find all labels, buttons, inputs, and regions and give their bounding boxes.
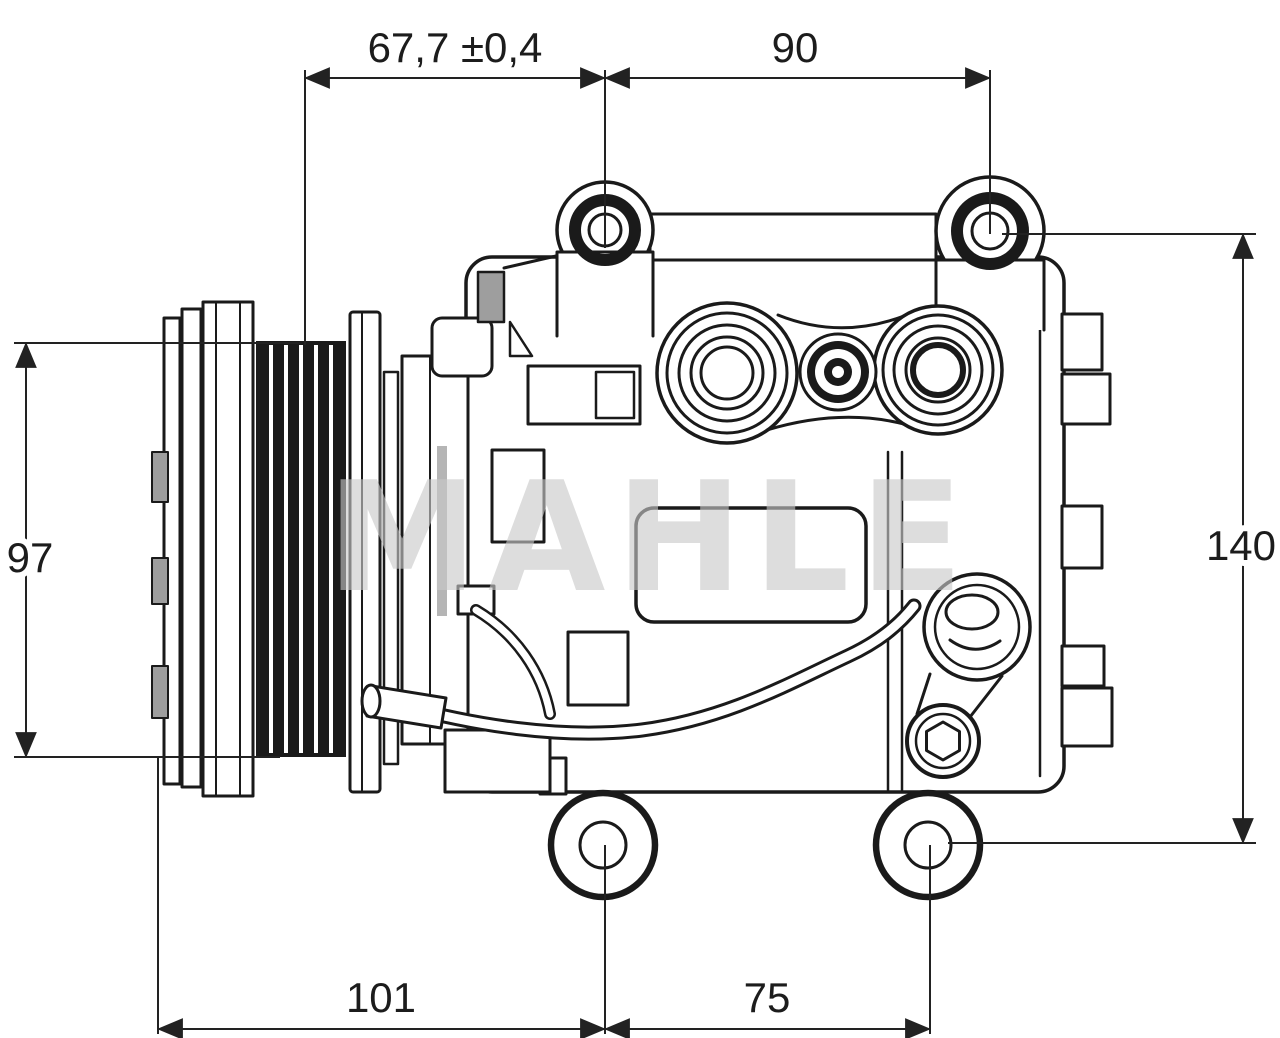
ports-group xyxy=(655,301,1004,445)
clutch-tab xyxy=(151,451,169,503)
mounting-lugs-bottom xyxy=(538,756,984,901)
front-housing xyxy=(400,254,642,794)
clutch-hub-plate xyxy=(201,300,255,798)
bolt-hex-head xyxy=(925,720,961,762)
dim-label-left: 97 xyxy=(7,534,54,581)
dim-label-bottom-right: 75 xyxy=(744,974,791,1021)
dim-label-right: 140 xyxy=(1206,522,1276,569)
extension-lines xyxy=(14,70,1256,1034)
pulley-flange xyxy=(348,310,382,794)
housing-shaded-strip xyxy=(437,446,447,616)
compressor-outline xyxy=(151,175,1114,901)
nameplate xyxy=(634,506,868,624)
clutch-tab xyxy=(151,557,169,605)
port-center xyxy=(798,332,878,412)
dimension-annotations: 67,7 ±0,4 90 97 140 101 75 xyxy=(1,24,1280,1038)
pulley-assembly xyxy=(151,300,400,798)
dim-label-bottom-left: 101 xyxy=(346,974,416,1021)
clutch-tab xyxy=(151,665,169,719)
port-left xyxy=(665,311,789,435)
port-right xyxy=(881,313,995,427)
belt-grooves xyxy=(256,341,346,757)
dim-label-top-left: 67,7 ±0,4 xyxy=(368,24,543,71)
wiring-harness xyxy=(360,598,922,741)
dimension-lines xyxy=(15,67,1254,1038)
bracket-bolt xyxy=(905,703,981,779)
housing-bolt xyxy=(476,270,506,324)
harness-bracket xyxy=(905,572,1032,779)
body-side-tabs xyxy=(1060,312,1114,748)
body-top-ridge xyxy=(648,212,938,262)
mahle-watermark: MAHLE xyxy=(327,449,974,626)
dimension-labels: 67,7 ±0,4 90 97 140 101 75 xyxy=(1,24,1280,1021)
dim-label-top-right: 90 xyxy=(772,24,819,71)
